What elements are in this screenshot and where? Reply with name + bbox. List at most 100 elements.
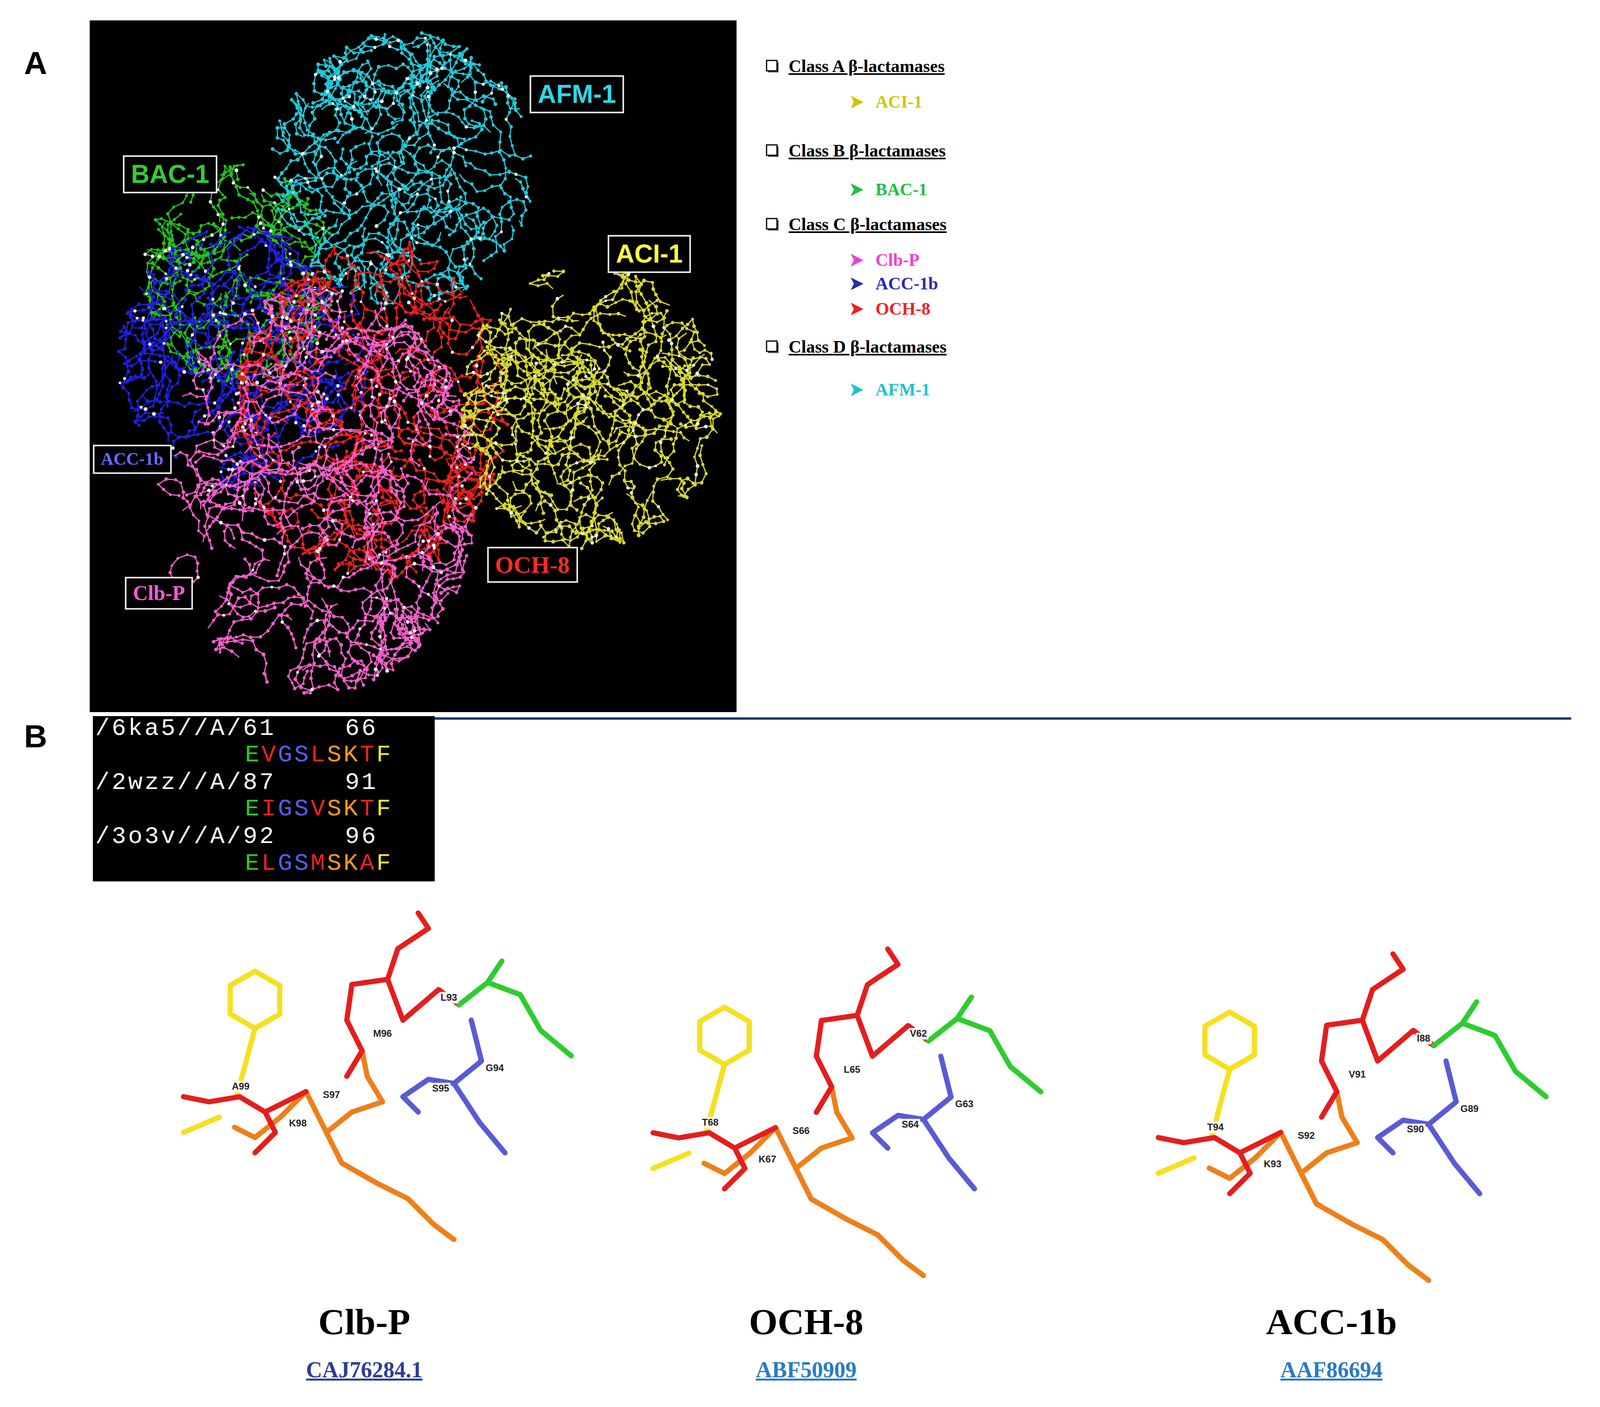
residue-stick <box>1377 1061 1457 1153</box>
residue-letter: A <box>359 849 377 878</box>
residue-letter: T <box>359 795 377 823</box>
tag-text: BAC-1 <box>130 160 210 189</box>
residue-letter: L <box>261 849 278 878</box>
residue-label: K67 <box>756 1153 778 1165</box>
residue-stick <box>487 982 572 1056</box>
residue-label: G94 <box>483 1062 506 1074</box>
residue-stick <box>1362 953 1434 1062</box>
residue-letter: K <box>343 795 360 823</box>
checkbox-face <box>766 341 777 352</box>
residue-label: V62 <box>908 1027 929 1040</box>
residue-stick <box>699 1007 750 1065</box>
stick-model <box>183 913 572 1240</box>
checkbox-face <box>766 218 777 229</box>
residue-stick <box>1204 1011 1255 1070</box>
motif-stick-models <box>183 913 1546 1281</box>
checkbox-face <box>766 60 777 71</box>
stick-model <box>652 949 1041 1276</box>
legend-arrow-swatch <box>849 252 866 269</box>
alignment-header: /3o3v//A/92 <box>95 823 276 850</box>
alignment-header: /6ka5//A/61 <box>95 715 276 742</box>
residue-stick <box>652 1153 689 1169</box>
structure-panel <box>89 20 737 713</box>
residue-stick <box>1158 1132 1281 1153</box>
residue-stick <box>957 1018 1041 1093</box>
tag-text: ACI-1 <box>615 239 683 268</box>
residue-label: K98 <box>287 1117 309 1129</box>
tag-text: ACC-1b <box>100 449 164 469</box>
residue-stick <box>254 1112 276 1153</box>
residue-letter: F <box>376 795 393 823</box>
legend-entry: BAC-1 <box>849 179 928 201</box>
residue-label: S97 <box>321 1089 342 1101</box>
atom-balls <box>459 269 723 551</box>
residue-stick <box>1300 1173 1429 1281</box>
checkbox-face <box>766 144 777 156</box>
residue-letter: V <box>310 795 328 823</box>
residue-letter: K <box>343 741 360 769</box>
residue-label: A99 <box>230 1080 251 1093</box>
alignment-sequence: EVGSLSKTF <box>244 741 393 769</box>
residue-letter: E <box>244 795 262 823</box>
arrow-shape <box>850 95 864 109</box>
arrow-shape <box>850 183 864 197</box>
residue-stick <box>857 949 929 1057</box>
legend-entry: AFM-1 <box>849 379 931 401</box>
alignment-header: /2wzz//A/87 <box>95 769 276 796</box>
legend-label: OCH-8 <box>875 299 931 320</box>
structure-tag: OCH-8 <box>487 546 579 583</box>
alignment-sequence: ELGSMSKAF <box>244 850 393 877</box>
legend-entry: Clb-P <box>849 250 920 271</box>
residue-letter: G <box>277 795 295 823</box>
tag-text: AFM-1 <box>537 80 617 109</box>
checkbox-symbol <box>765 339 780 355</box>
residue-letter: F <box>376 849 393 878</box>
alignment-position: 96 <box>345 823 378 850</box>
residue-label: I88 <box>1415 1032 1432 1044</box>
residue-stick <box>403 1020 482 1113</box>
structure-caption: Clb-P <box>318 1301 411 1343</box>
residue-letter: S <box>327 795 344 823</box>
residue-label: S92 <box>1296 1130 1317 1142</box>
legend-heading: Class A β-lactamases <box>788 56 945 77</box>
residue-stick <box>326 1132 454 1240</box>
legend-label: ACI-1 <box>875 92 923 113</box>
residue-letter: S <box>294 741 311 769</box>
residue-stick <box>1158 1158 1194 1174</box>
legend-entry: Class D β-lactamases <box>765 337 947 358</box>
accession-link: AAF86694 <box>1280 1357 1383 1383</box>
arrow-shape <box>850 277 864 291</box>
panel-letter: B <box>24 718 48 755</box>
arrow-shape <box>850 383 864 397</box>
residue-stick <box>872 1056 952 1149</box>
residue-stick <box>230 971 280 1029</box>
checkbox-symbol <box>765 59 780 74</box>
structure-tag: BAC-1 <box>122 155 218 194</box>
residue-stick <box>387 913 459 1021</box>
residue-letter: S <box>294 795 311 823</box>
checkbox-symbol <box>765 143 780 159</box>
residue-stick <box>1462 1023 1546 1097</box>
residue-label: S95 <box>430 1082 451 1095</box>
residue-label: T68 <box>700 1116 721 1129</box>
residue-stick <box>1428 1124 1480 1194</box>
separator-line <box>433 717 1572 720</box>
residue-label: S66 <box>790 1125 812 1137</box>
residue-letter: G <box>277 741 295 769</box>
legend-arrow-swatch <box>849 381 866 398</box>
arrow-shape <box>850 253 864 267</box>
residue-letter: S <box>327 849 344 878</box>
residue-letter: E <box>244 849 262 878</box>
legend-heading: Class B β-lactamases <box>788 140 946 162</box>
atom-highlights <box>463 272 714 545</box>
residue-stick <box>1280 1091 1358 1174</box>
legend-arrow-swatch <box>849 94 866 111</box>
residue-label: S90 <box>1405 1123 1426 1135</box>
tag-text: Clb-P <box>132 581 185 605</box>
residue-stick <box>923 1119 975 1189</box>
residue-letter: K <box>343 849 360 878</box>
tag-text: OCH-8 <box>495 551 571 579</box>
residue-stick <box>183 1117 219 1133</box>
residue-stick <box>652 1127 776 1149</box>
